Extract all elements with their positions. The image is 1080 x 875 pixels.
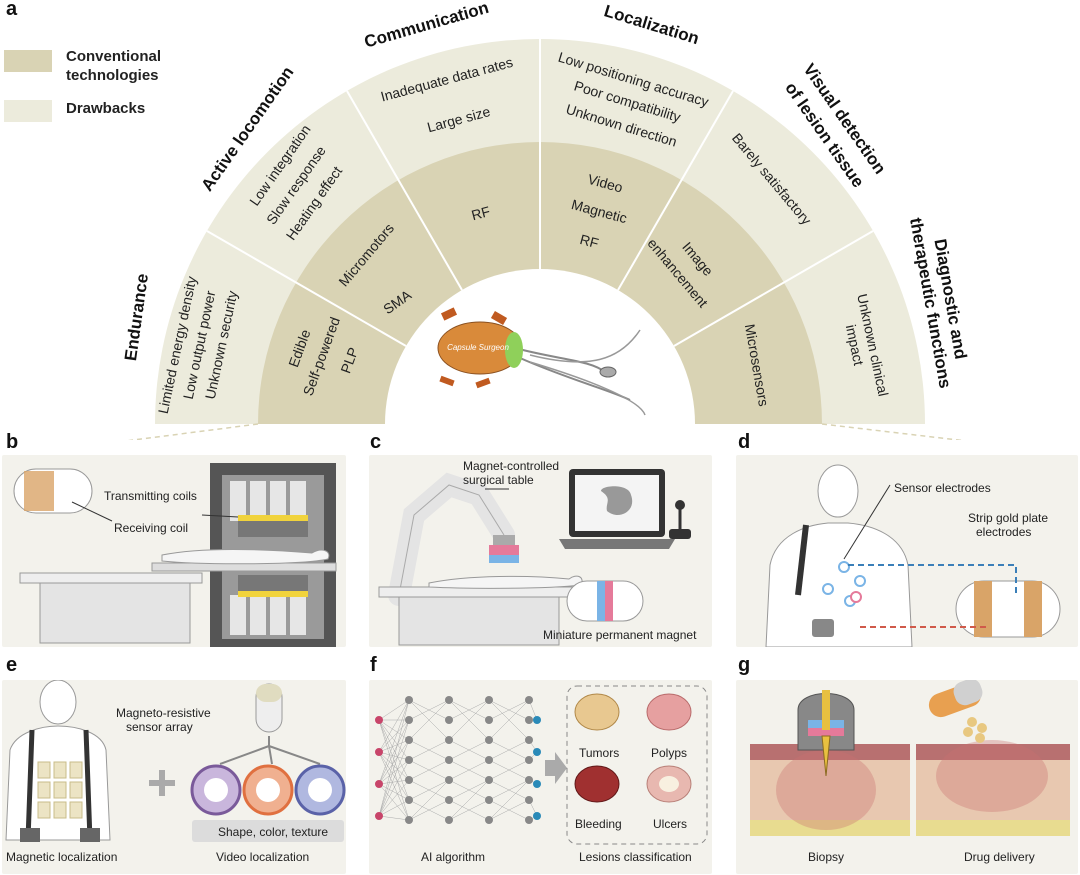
panel-g-illustration <box>750 680 1070 836</box>
panel-b: Transmitting coils Receiving coil <box>2 455 346 647</box>
panel-letter-d: d <box>738 431 751 453</box>
label-features: Shape, color, texture <box>218 825 329 839</box>
category-endurance: Endurance <box>121 272 152 362</box>
legend-label-drawbacks: Drawbacks <box>66 100 146 117</box>
label-bleeding: Bleeding <box>575 817 622 831</box>
dashed-connector-right <box>821 423 965 440</box>
arrow-icon <box>545 752 567 784</box>
panel-letter-a: a <box>6 0 18 20</box>
label-strip-1: Strip gold plate <box>968 511 1049 525</box>
label-lesions-classification: Lesions classification <box>579 850 692 864</box>
panel-f: Tumors Polyps Bleeding Ulcers AI algorit… <box>369 680 712 874</box>
panel-d-illustration <box>765 464 1061 647</box>
center-disc <box>385 269 695 424</box>
legend-label-conventional-2: technologies <box>66 67 159 84</box>
legend-label-conventional-1: Conventional <box>66 48 162 65</box>
sector-separators <box>206 39 874 347</box>
category-communication: Communication <box>362 0 491 52</box>
neural-network <box>375 696 541 824</box>
panel-f-illustration <box>375 685 708 845</box>
panel-e: Magneto-resistive sensor array Shape, co… <box>2 680 346 874</box>
dashed-connector-left <box>127 423 259 440</box>
tech-localization-3: RF <box>578 231 600 251</box>
label-table-1: Magnet-controlled <box>463 459 560 473</box>
panel-c-illustration <box>378 469 691 646</box>
capsule-label: Capsule Surgeon <box>447 343 509 352</box>
label-strip-2: electrodes <box>976 525 1032 539</box>
label-polyps: Polyps <box>651 746 688 760</box>
label-array-2: sensor array <box>126 720 193 734</box>
label-biopsy: Biopsy <box>808 850 845 864</box>
panel-letter-e: e <box>6 654 18 676</box>
panel-d: Sensor electrodes Strip gold plate elect… <box>736 455 1078 647</box>
panel-e-illustration <box>5 680 346 842</box>
label-sensor-electrodes: Sensor electrodes <box>894 481 991 495</box>
legend-swatch-drawbacks <box>4 100 52 122</box>
label-tumors: Tumors <box>579 746 620 760</box>
label-ai-algorithm: AI algorithm <box>421 850 486 864</box>
tech-communication-1: RF <box>470 203 492 223</box>
label-transmitting-coils: Transmitting coils <box>104 489 197 503</box>
capsule-robot: Capsule Surgeon <box>437 307 646 416</box>
panel-letter-b: b <box>6 431 19 453</box>
legend-swatch-conventional <box>4 50 52 72</box>
label-drug-delivery: Drug delivery <box>964 850 1035 864</box>
label-table-2: surgical table <box>463 473 534 487</box>
label-magnetic-localization: Magnetic localization <box>6 850 118 864</box>
panel-b-illustration <box>13 463 337 647</box>
label-magnet: Miniature permanent magnet <box>543 628 697 642</box>
panel-letter-f: f <box>370 654 377 676</box>
panel-letter-g: g <box>738 654 751 676</box>
label-ulcers: Ulcers <box>653 817 688 831</box>
label-video-localization: Video localization <box>216 850 310 864</box>
semicircle-diagram: Endurance Active locomotion Communicatio… <box>121 0 970 440</box>
label-receiving-coil: Receiving coil <box>114 521 189 535</box>
legend: Conventional technologies Drawbacks <box>4 48 204 128</box>
label-array-1: Magneto-resistive <box>116 706 211 720</box>
panel-letter-c: c <box>370 431 382 453</box>
panel-g: Biopsy Drug delivery <box>736 680 1078 874</box>
panel-c: Magnet-controlled surgical table Miniatu… <box>369 455 712 647</box>
category-localization: Localization <box>602 1 701 48</box>
